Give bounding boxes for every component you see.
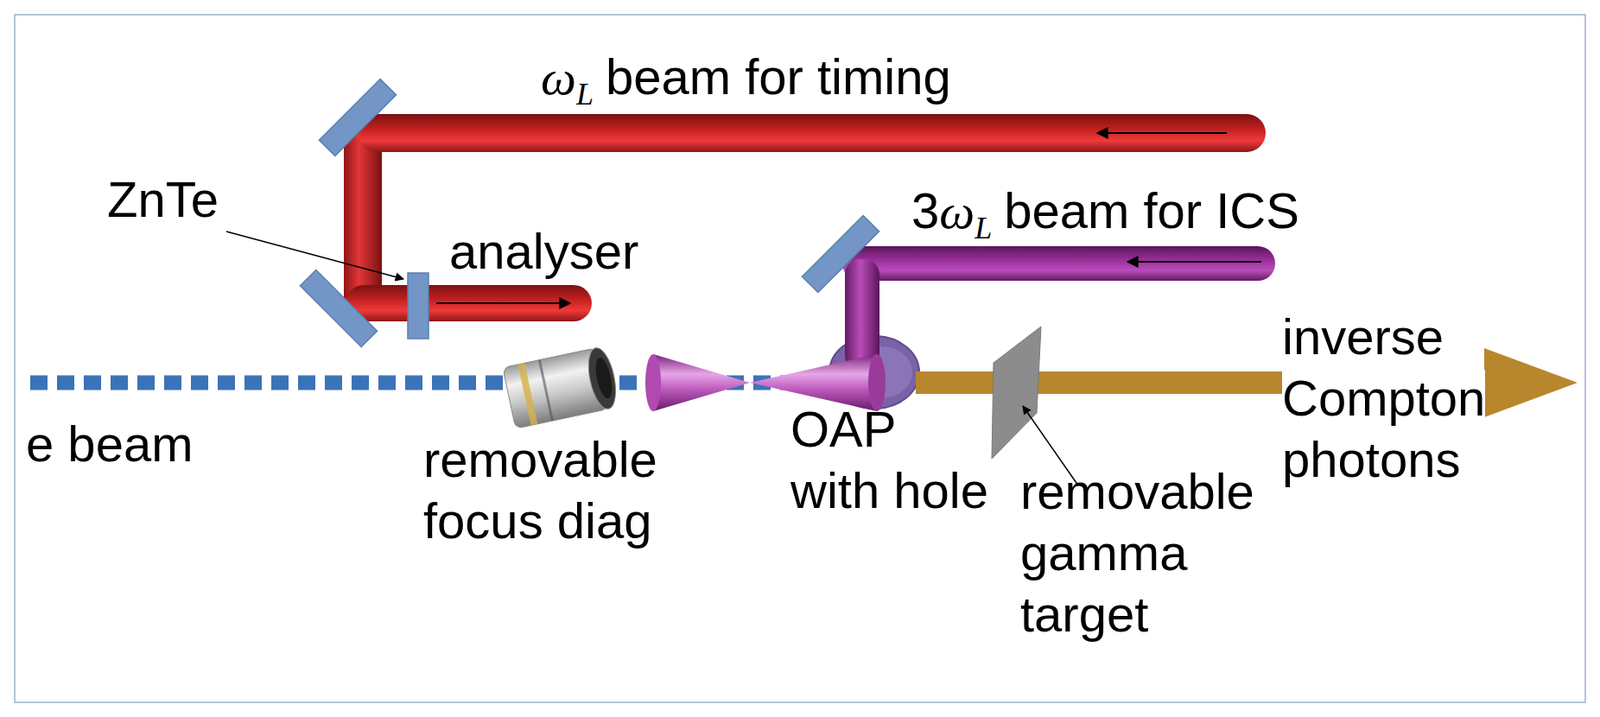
gamma-target <box>991 326 1042 459</box>
label: removable focus diag <box>423 431 658 549</box>
label-group: e beam <box>25 412 193 475</box>
label-box: L <box>974 210 992 246</box>
label: inverse Compton photons <box>1282 308 1486 488</box>
label-group: removable gamma target <box>1020 460 1040 645</box>
label: removable gamma target <box>1020 463 1255 642</box>
label-box: beam for ICS <box>1003 179 1300 242</box>
label-group: inverse Compton photons <box>1282 305 1302 490</box>
label-box: L <box>576 76 594 112</box>
label: ZnTe <box>107 171 219 228</box>
label-box: inverse Compton photons <box>1282 305 1302 490</box>
label-box: removable focus diag <box>423 428 654 552</box>
ics-beam <box>844 259 880 372</box>
label: OAP with hole <box>790 400 989 519</box>
frame <box>14 14 1586 703</box>
label: ω <box>540 49 577 106</box>
label: L <box>576 76 594 112</box>
label-box: OAP with hole <box>790 398 990 521</box>
mirror <box>299 78 396 347</box>
label-group: 3ωLbeam for ICS <box>911 179 1300 242</box>
label-group: ZnTe <box>107 168 219 230</box>
label-box: e beam <box>25 412 193 475</box>
label-box: ω <box>939 180 975 242</box>
label: beam for ICS <box>1003 182 1300 239</box>
label-box: removable gamma target <box>1020 460 1040 645</box>
label-group: OAP with hole <box>790 398 990 521</box>
label: ω <box>939 183 975 240</box>
label: L <box>974 210 992 246</box>
label-group: ωLbeam for timing <box>540 45 952 108</box>
label-box: 3 <box>911 179 940 242</box>
label: analyser <box>449 222 639 280</box>
leader-line <box>226 231 404 280</box>
label: e beam <box>25 415 193 472</box>
ics-beam <box>842 246 1276 281</box>
label-box: ZnTe <box>107 168 219 230</box>
label-group: removable focus diag <box>423 428 654 552</box>
label-box: analyser <box>449 220 639 282</box>
label-box: ω <box>540 46 577 108</box>
label-group: analyser <box>449 220 639 282</box>
znte-crystal <box>407 273 429 339</box>
objective-lens <box>502 345 621 429</box>
label: beam for timing <box>605 48 952 105</box>
label-box: beam for timing <box>605 45 952 108</box>
label: 3 <box>911 182 940 239</box>
